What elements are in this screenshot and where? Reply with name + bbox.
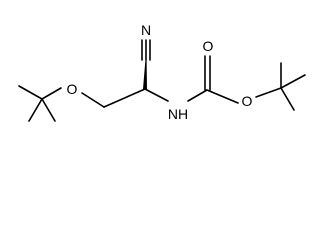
bond (41, 87, 62, 100)
bond-oester-tbu (255, 87, 282, 98)
bond-ch2-cstar (103, 88, 146, 108)
bond-o-ch2 (81, 92, 105, 108)
bond-carbonyl-oester (206, 89, 239, 104)
bond (41, 98, 56, 122)
triple-bond (141, 39, 151, 61)
atom-o-ester: O (242, 93, 253, 109)
bond (18, 85, 43, 100)
atom-nh: NH (168, 106, 188, 122)
tert-butyl-right (280, 62, 306, 111)
atom-o-ether: O (67, 81, 78, 97)
bond (280, 87, 295, 111)
wedge-bond (143, 60, 147, 89)
atom-n-nitrile: N (141, 22, 151, 38)
atom-o-carbonyl: O (203, 38, 214, 54)
tert-butyl-left (18, 85, 62, 122)
bond (28, 98, 43, 122)
bond-nh-carbonyl (187, 89, 208, 102)
bond-cstar-nh (144, 88, 169, 102)
bond (280, 74, 306, 89)
structure-diagram: O N NH O O (18, 22, 306, 122)
double-bond (204, 55, 211, 91)
